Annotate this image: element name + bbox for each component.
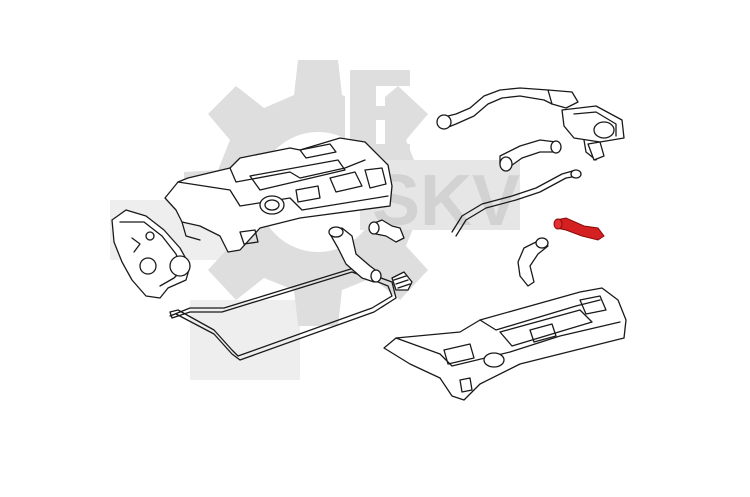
curved-hose-lower: [517, 237, 549, 287]
front-cover: [111, 209, 191, 299]
valve-cover-gasket: [169, 267, 397, 361]
plug-fitting: [391, 271, 413, 291]
highlighted-hose: [553, 217, 605, 241]
breather-line-long: [451, 169, 582, 237]
elbow-hose: [499, 139, 562, 172]
breather-separator: [561, 105, 625, 161]
breather-hose-upper: [436, 87, 579, 130]
small-hose-2: [368, 219, 405, 243]
small-hose-1: [328, 226, 382, 283]
upper-valve-cover: [164, 137, 393, 253]
lower-valve-cover: [383, 287, 627, 401]
